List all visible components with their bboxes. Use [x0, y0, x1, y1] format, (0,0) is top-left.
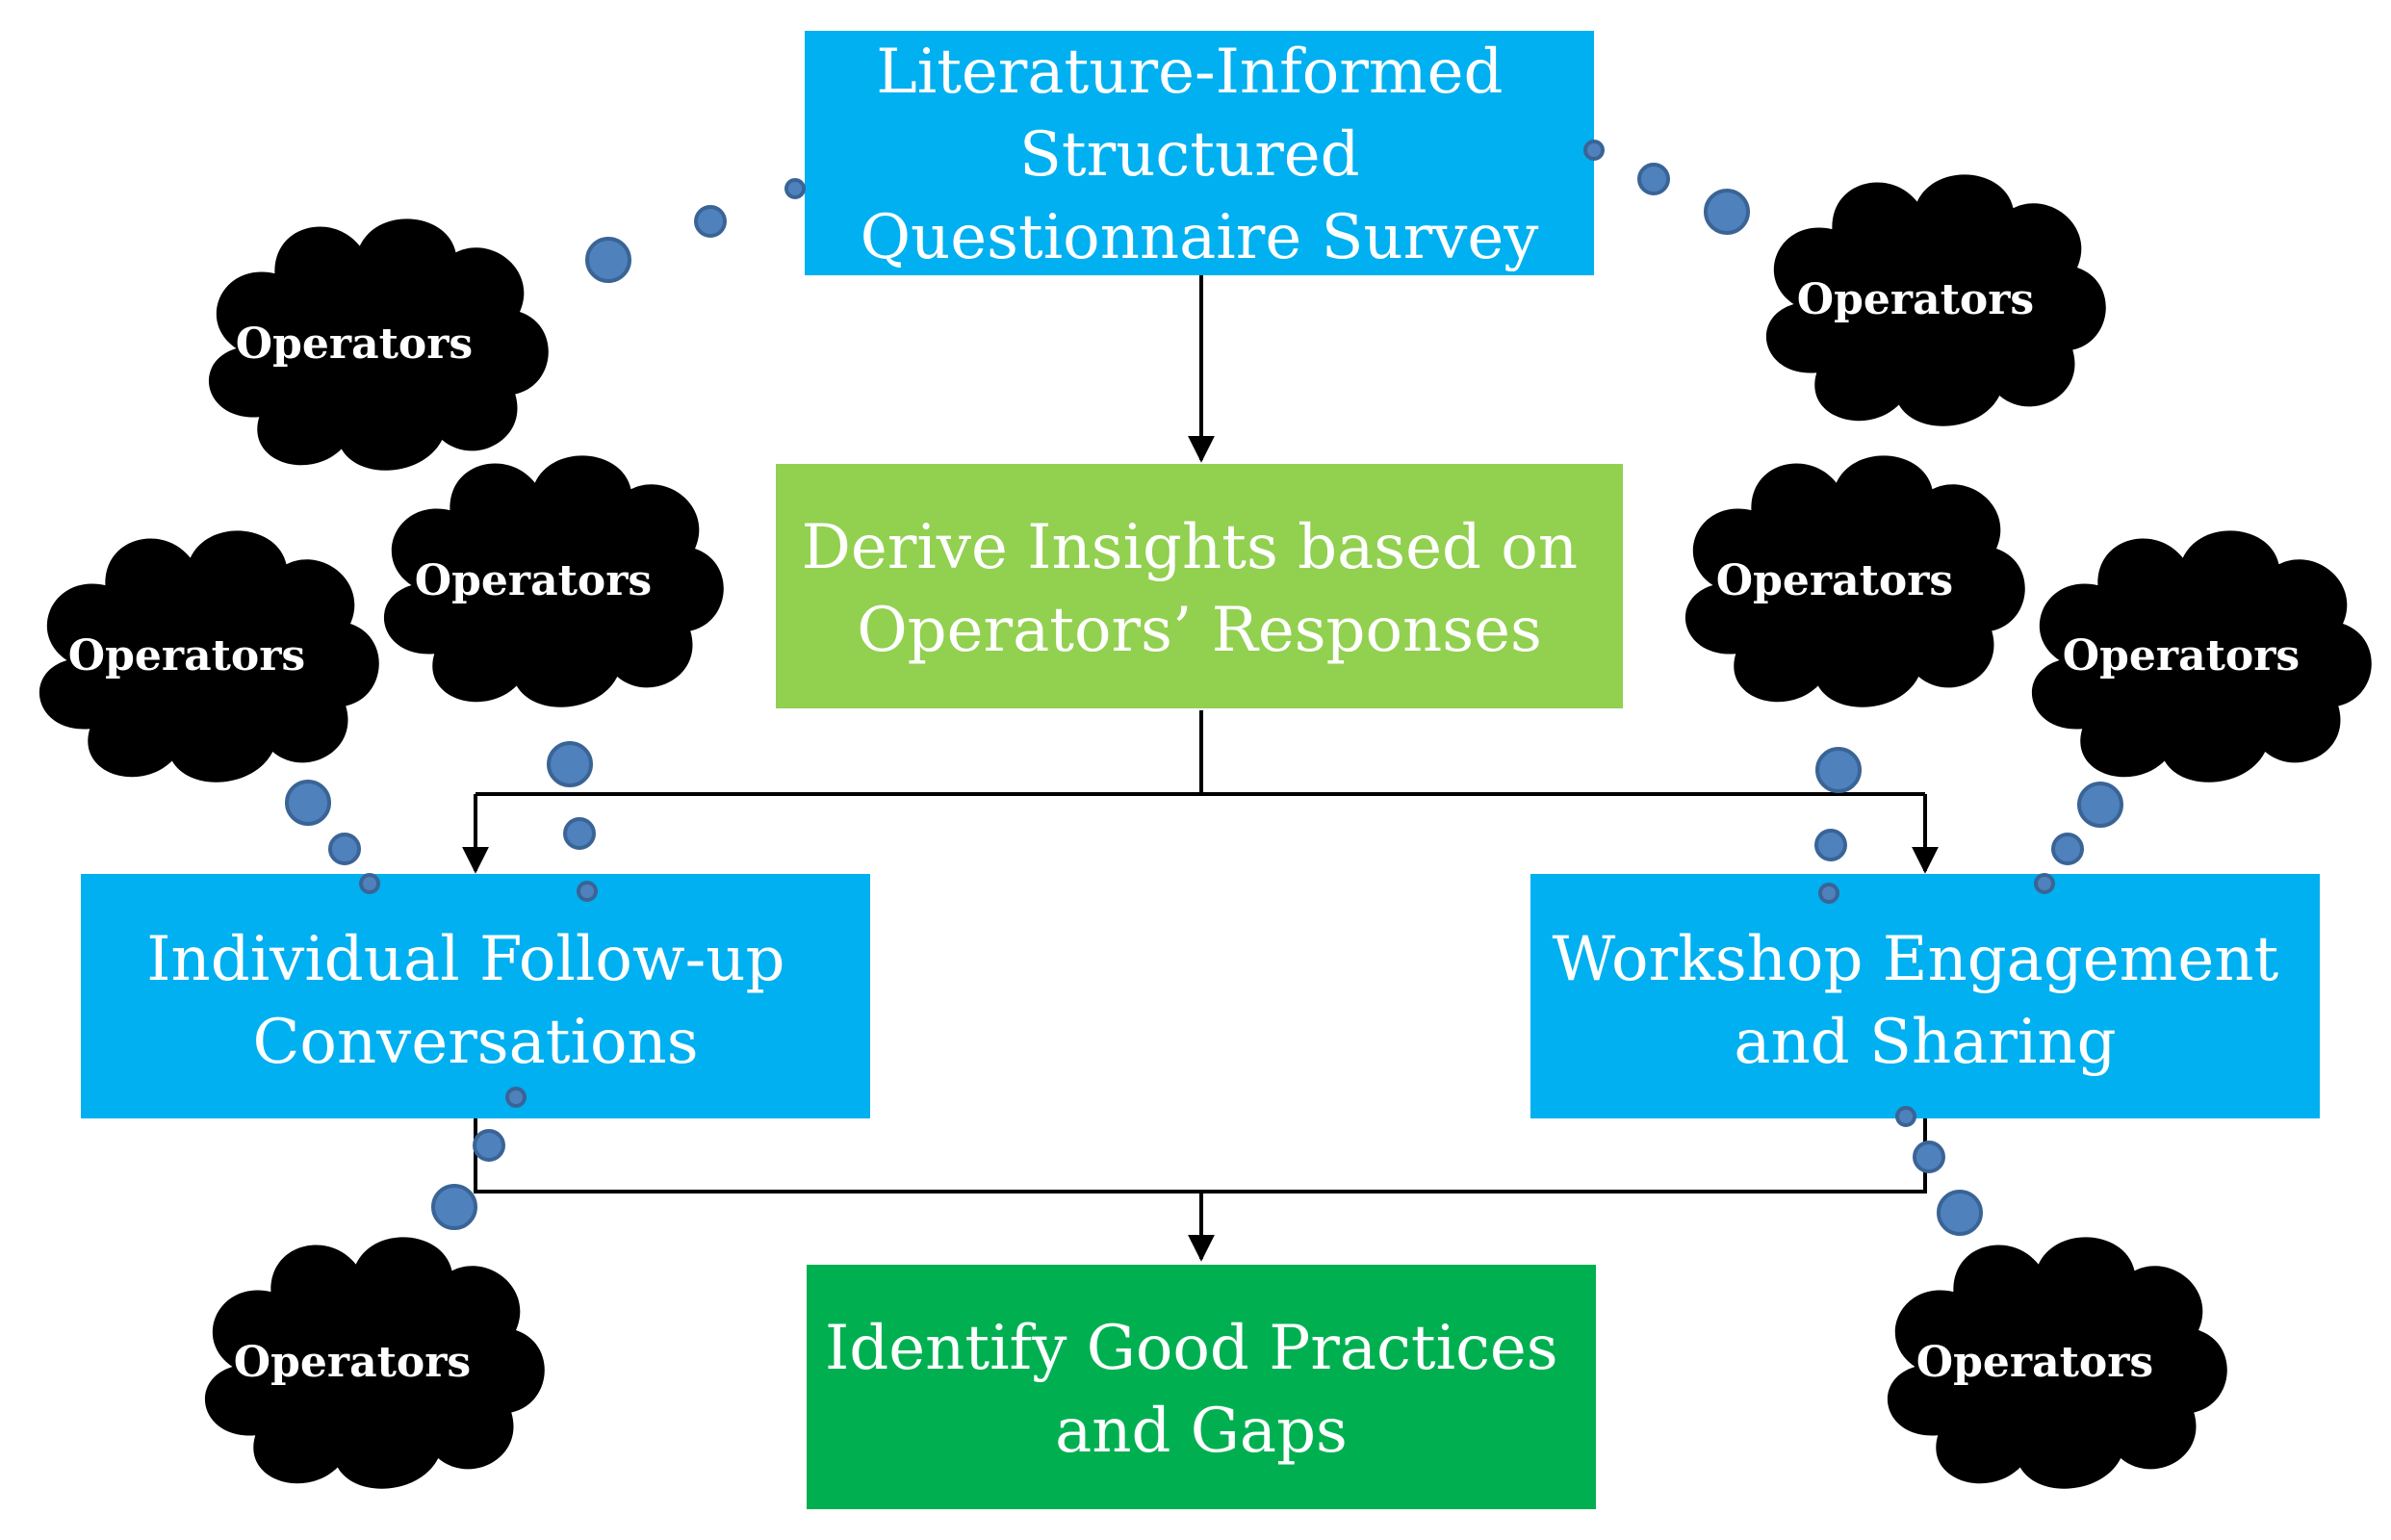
insights-box-label: Derive Insights based on Operators’ Resp… [802, 512, 1598, 666]
bubble-dot [359, 873, 380, 894]
merge-workshop [1201, 1118, 1927, 1194]
bubble-dot [2034, 873, 2055, 894]
insights-line-1: Derive Insights based on [802, 512, 1578, 583]
bubble-dot [563, 817, 596, 850]
insights-box: Derive Insights based on Operators’ Resp… [776, 464, 1623, 708]
workshop-line-2: and Sharing [1734, 1007, 2116, 1078]
followup-line-1: Individual Follow-up [146, 924, 784, 995]
cloud-label-bottom-left: Operators [234, 1338, 471, 1387]
practices-box-bg [807, 1265, 1596, 1509]
thought-bubbles [285, 140, 2123, 1236]
bubble-dot [1818, 883, 1839, 904]
bubble-dot [473, 1129, 505, 1162]
survey-box-label: Literature-Informed Structured Questionn… [861, 37, 1539, 273]
practices-box: Identify Good Practices and Gaps [807, 1265, 1596, 1509]
cloud-label-mid-right-outer: Operators [2063, 631, 2300, 680]
followup-line-2: Conversations [252, 1007, 698, 1078]
followup-box-label: Individual Follow-up Conversations [146, 924, 805, 1078]
survey-line-3: Questionnaire Survey [861, 202, 1539, 273]
bubble-dot [2051, 833, 2084, 865]
bubble-dot [784, 178, 806, 199]
cloud-label-top-left: Operators [236, 320, 473, 369]
practices-line-1: Identify Good Practices [825, 1313, 1558, 1384]
bubble-dot [2077, 782, 2123, 828]
cloud-label-top-right: Operators [1797, 275, 2034, 324]
survey-line-2: Structured [1019, 119, 1360, 191]
insights-box-bg [776, 464, 1623, 708]
bubble-dot [431, 1184, 477, 1230]
bubble-dot [1913, 1141, 1945, 1173]
workshop-box-bg [1530, 874, 2320, 1118]
workshop-line-1: Workshop Engagement [1553, 924, 2279, 995]
workshop-box-label: Workshop Engagement and Sharing [1553, 924, 2299, 1078]
bubble-dot [328, 833, 361, 865]
cloud-label-bottom-right: Operators [1916, 1338, 2153, 1387]
survey-box: Literature-Informed Structured Questionn… [805, 31, 1594, 275]
bubble-dot [694, 205, 727, 238]
bubble-dot [1937, 1190, 1983, 1236]
bubble-dot [547, 741, 593, 787]
followup-box-bg [81, 874, 870, 1118]
cloud-label-mid-left-inner: Operators [415, 556, 652, 605]
bubble-dot [585, 237, 631, 283]
bubble-dot [1637, 163, 1670, 195]
bubble-dot [1815, 747, 1862, 793]
workshop-box: Workshop Engagement and Sharing [1530, 874, 2320, 1118]
survey-line-1: Literature-Informed [876, 37, 1503, 108]
bubble-dot [577, 881, 598, 902]
bubble-dot [285, 780, 331, 826]
cloud-label-mid-right-inner: Operators [1716, 556, 1953, 605]
bubble-dot [505, 1087, 527, 1108]
bubble-dot [1814, 829, 1847, 861]
bubble-dot [1704, 189, 1750, 235]
practices-box-label: Identify Good Practices and Gaps [825, 1313, 1578, 1467]
bubble-dot [1583, 140, 1605, 161]
practices-line-2: and Gaps [1055, 1396, 1348, 1467]
bubble-dot [1895, 1106, 1916, 1127]
cloud-label-mid-left-outer: Operators [68, 631, 305, 680]
followup-box: Individual Follow-up Conversations [81, 874, 870, 1118]
survey-box-bg [805, 31, 1594, 275]
merge-followup [474, 1118, 1201, 1194]
insights-line-2: Operators’ Responses [857, 595, 1542, 666]
